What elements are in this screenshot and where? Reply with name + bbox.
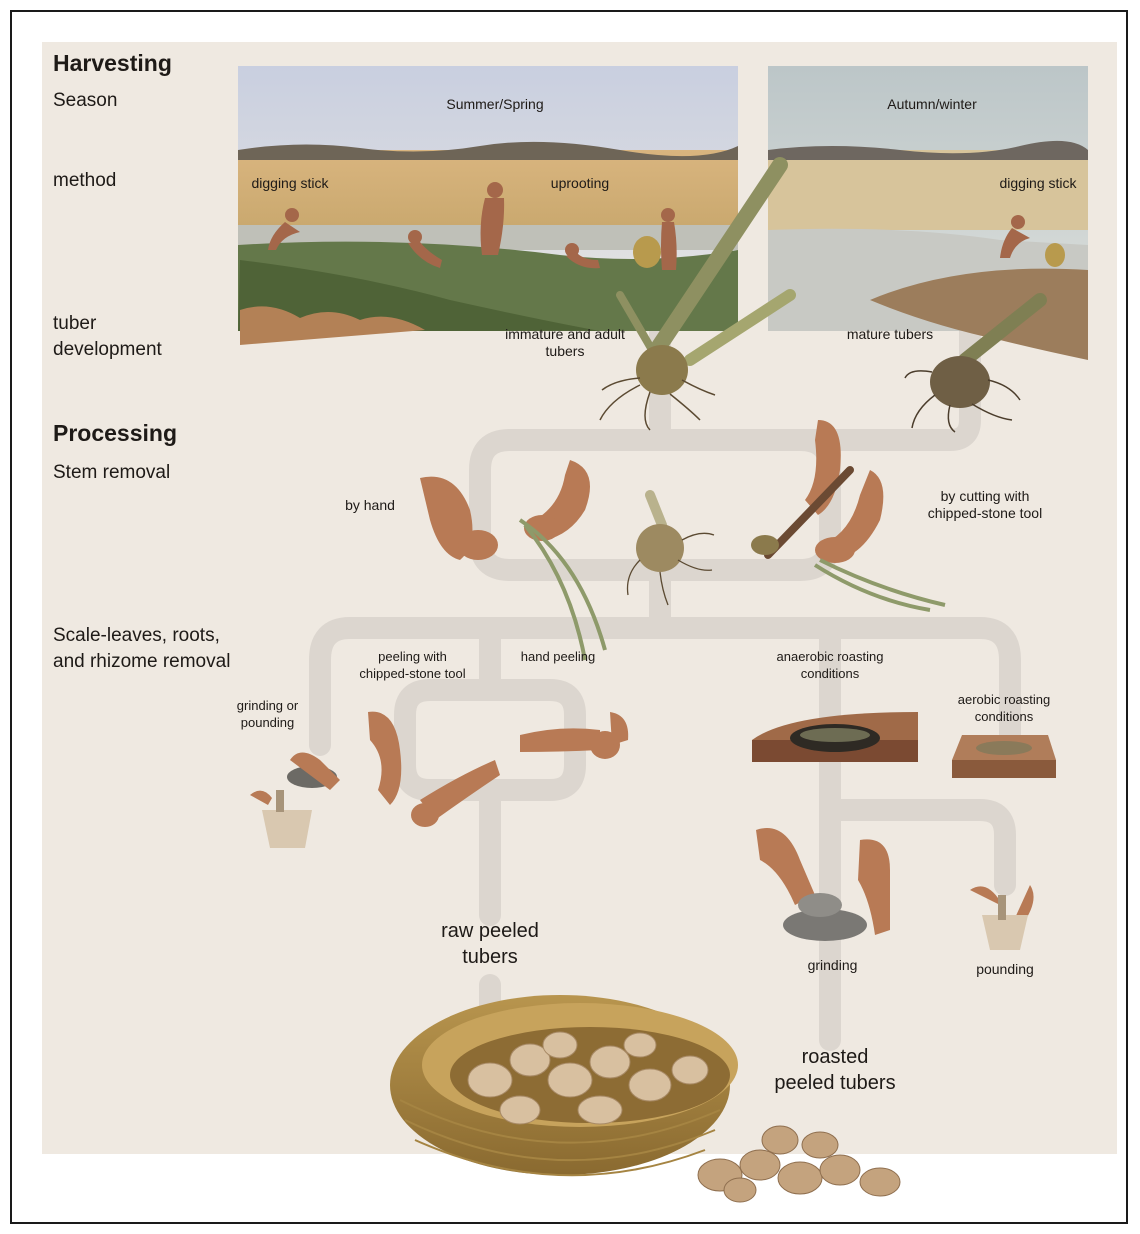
method-digging-stick-right: digging stick — [988, 175, 1088, 192]
label-grinding-pounding-line2: pounding — [225, 714, 310, 731]
label-anaerobic-roasting: anaerobic roasting conditions — [760, 648, 900, 682]
label-by-cutting-line1: by cutting with — [915, 488, 1055, 505]
label-immature-line1: immature and adult — [495, 326, 635, 343]
label-immature-adult-tubers: immature and adult tubers — [495, 326, 635, 360]
row-label-scale-line2: and rhizome removal — [53, 649, 230, 675]
season-summer-spring: Summer/Spring — [420, 96, 570, 113]
label-roasted-line1: roasted — [760, 1044, 910, 1070]
label-raw-line1: raw peeled — [420, 918, 560, 944]
label-peeling-with-tool: peeling with chipped-stone tool — [345, 648, 480, 682]
row-label-tuber-line1: tuber — [53, 311, 162, 337]
label-mature-tubers: mature tubers — [840, 326, 940, 343]
label-by-hand: by hand — [340, 497, 400, 514]
row-label-season: Season — [53, 88, 117, 114]
label-pounding: pounding — [960, 961, 1050, 978]
label-peeling-line2: chipped-stone tool — [345, 665, 480, 682]
method-uprooting: uprooting — [530, 175, 630, 192]
label-hand-peeling: hand peeling — [508, 648, 608, 665]
label-grinding: grinding — [790, 957, 875, 974]
section-title-harvesting: Harvesting — [53, 50, 172, 77]
section-title-processing: Processing — [53, 420, 177, 447]
row-label-tuber-development: tuber development — [53, 311, 162, 363]
row-label-scale-removal: Scale-leaves, roots, and rhizome removal — [53, 623, 230, 675]
basket-illustration — [390, 995, 738, 1175]
anaerobic-roasting-pit — [752, 712, 918, 762]
label-anaerobic-line1: anaerobic roasting — [760, 648, 900, 665]
roasted-tubers-pile — [698, 1126, 900, 1202]
aerobic-roasting-pit — [952, 735, 1056, 778]
label-roasted-peeled-tubers: roasted peeled tubers — [760, 1044, 910, 1096]
label-roasted-line2: peeled tubers — [760, 1070, 910, 1096]
label-aerobic-line2: conditions — [940, 708, 1068, 725]
label-anaerobic-line2: conditions — [760, 665, 900, 682]
label-peeling-line1: peeling with — [345, 648, 480, 665]
method-digging-stick-left: digging stick — [240, 175, 340, 192]
label-grinding-pounding-line1: grinding or — [225, 697, 310, 714]
label-grinding-or-pounding: grinding or pounding — [225, 697, 310, 731]
label-by-cutting: by cutting with chipped-stone tool — [915, 488, 1055, 522]
season-autumn-winter: Autumn/winter — [857, 96, 1007, 113]
row-label-tuber-line2: development — [53, 337, 162, 363]
label-raw-line2: tubers — [420, 944, 560, 970]
label-aerobic-line1: aerobic roasting — [940, 691, 1068, 708]
row-label-stem-removal: Stem removal — [53, 460, 170, 486]
label-aerobic-roasting: aerobic roasting conditions — [940, 691, 1068, 725]
label-immature-line2: tubers — [495, 343, 635, 360]
label-by-cutting-line2: chipped-stone tool — [915, 505, 1055, 522]
row-label-method: method — [53, 168, 116, 194]
grinding-pounding-tools — [250, 753, 340, 849]
label-raw-peeled-tubers: raw peeled tubers — [420, 918, 560, 970]
row-label-scale-line1: Scale-leaves, roots, — [53, 623, 230, 649]
